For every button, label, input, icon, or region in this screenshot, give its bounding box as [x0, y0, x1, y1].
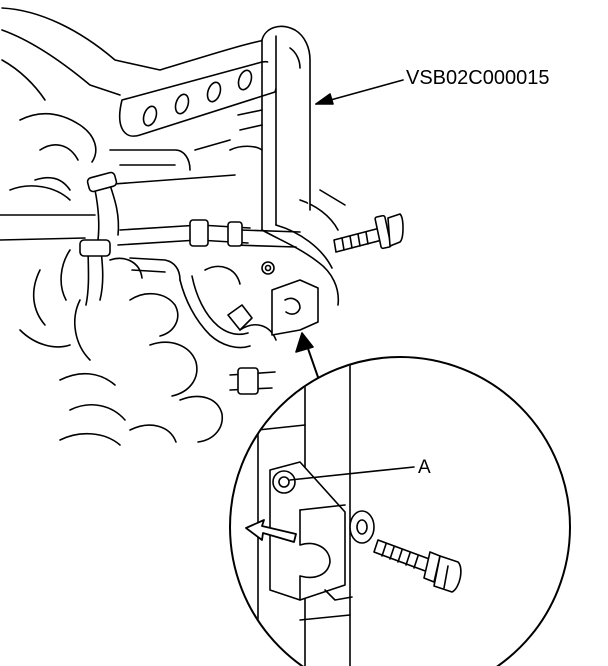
callout-tool-part-number: VSB02C000015	[406, 67, 550, 89]
tool-bracket	[261, 261, 319, 336]
flange-bolt-icon-top	[333, 213, 404, 253]
flange-bolt-icon	[373, 539, 462, 593]
bracket-detail-inset	[229, 356, 571, 666]
special-tool-vsb02c000015	[229, 25, 340, 306]
leader-line-tool	[315, 79, 404, 105]
direction-arrow-icon	[245, 519, 297, 543]
hoses	[79, 171, 276, 395]
callout-bolt-hole-a: A	[418, 457, 431, 478]
engine-background	[0, 7, 346, 446]
special-tool-bar	[118, 60, 280, 137]
